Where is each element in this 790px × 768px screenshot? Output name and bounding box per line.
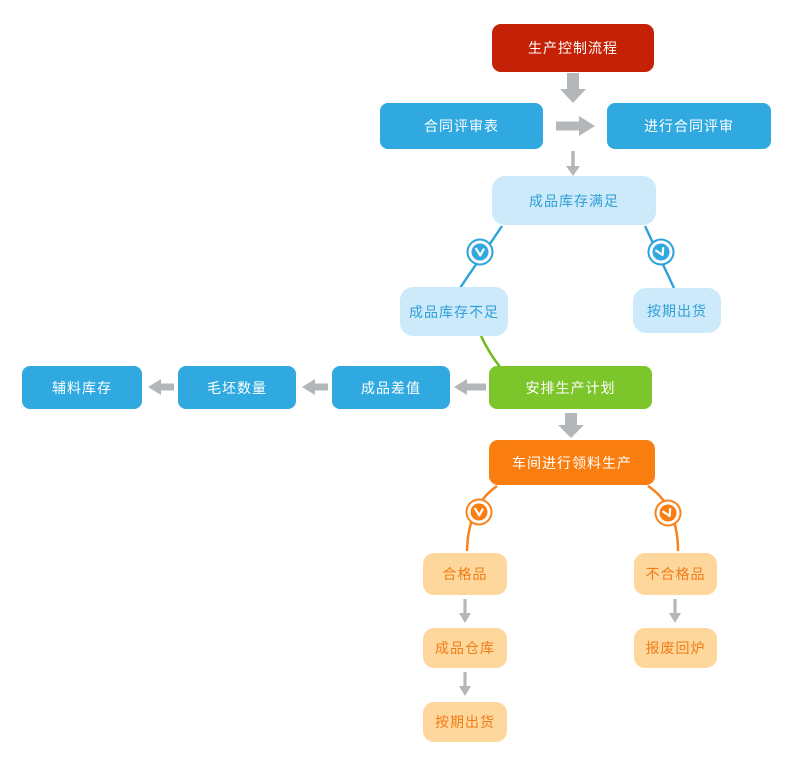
clock-icon — [466, 238, 494, 266]
arrow-contract-right — [556, 116, 595, 136]
node-ship-on-schedule-bottom: 按期出货 — [423, 702, 507, 742]
node-label: 报废回炉 — [645, 640, 706, 656]
node-arrange-production-plan: 安排生产计划 — [489, 366, 652, 409]
arrow-to-stock-sufficient — [566, 151, 580, 176]
node-unqualified-products: 不合格品 — [634, 553, 717, 595]
arrow-plan-to-diff — [454, 379, 486, 395]
node-label: 按期出货 — [435, 714, 495, 730]
arrow-diff-to-blank — [302, 379, 328, 395]
node-scrap-remelt: 报废回炉 — [634, 628, 717, 668]
node-conduct-contract-review: 进行合同评审 — [607, 103, 771, 149]
node-ship-on-schedule-top: 按期出货 — [633, 288, 721, 333]
node-label: 成品差值 — [361, 379, 421, 396]
clock-icon — [654, 499, 682, 527]
clock-icon — [647, 238, 675, 266]
arrow-blank-to-aux — [148, 379, 174, 395]
node-label: 按期出货 — [647, 302, 707, 319]
node-label: 车间进行领料生产 — [512, 454, 632, 471]
node-label: 安排生产计划 — [525, 379, 616, 396]
node-auxiliary-material-stock: 辅料库存 — [22, 366, 142, 409]
node-label: 毛坯数量 — [207, 379, 267, 396]
node-finished-goods-warehouse: 成品仓库 — [423, 628, 507, 668]
node-blank-quantity: 毛坯数量 — [178, 366, 296, 409]
node-label: 合同评审表 — [424, 118, 499, 134]
node-label: 成品仓库 — [435, 640, 495, 656]
node-label: 进行合同评审 — [644, 118, 734, 134]
line-insufficient-to-plan — [479, 335, 502, 368]
node-label: 不合格品 — [645, 566, 706, 582]
node-finished-stock-insufficient: 成品库存不足 — [400, 287, 508, 336]
node-workshop-material-production: 车间进行领料生产 — [489, 440, 655, 485]
node-qualified-products: 合格品 — [423, 553, 507, 595]
node-label: 合格品 — [442, 566, 488, 582]
node-label: 成品库存满足 — [529, 192, 619, 209]
node-label: 生产控制流程 — [528, 40, 618, 56]
node-contract-review-form: 合同评审表 — [380, 103, 543, 149]
arrow-title-down — [560, 73, 586, 103]
arrow-qualified-down — [459, 599, 471, 623]
arrow-unqualified-down — [669, 599, 681, 623]
arrow-warehouse-down — [459, 672, 471, 696]
clock-icon — [465, 498, 493, 526]
arrow-plan-down — [558, 413, 584, 438]
node-finished-stock-sufficient: 成品库存满足 — [492, 176, 656, 225]
node-label: 成品库存不足 — [409, 303, 499, 320]
node-label: 辅料库存 — [52, 379, 112, 396]
node-production-control-process: 生产控制流程 — [492, 24, 654, 72]
node-finished-goods-difference: 成品差值 — [332, 366, 450, 409]
